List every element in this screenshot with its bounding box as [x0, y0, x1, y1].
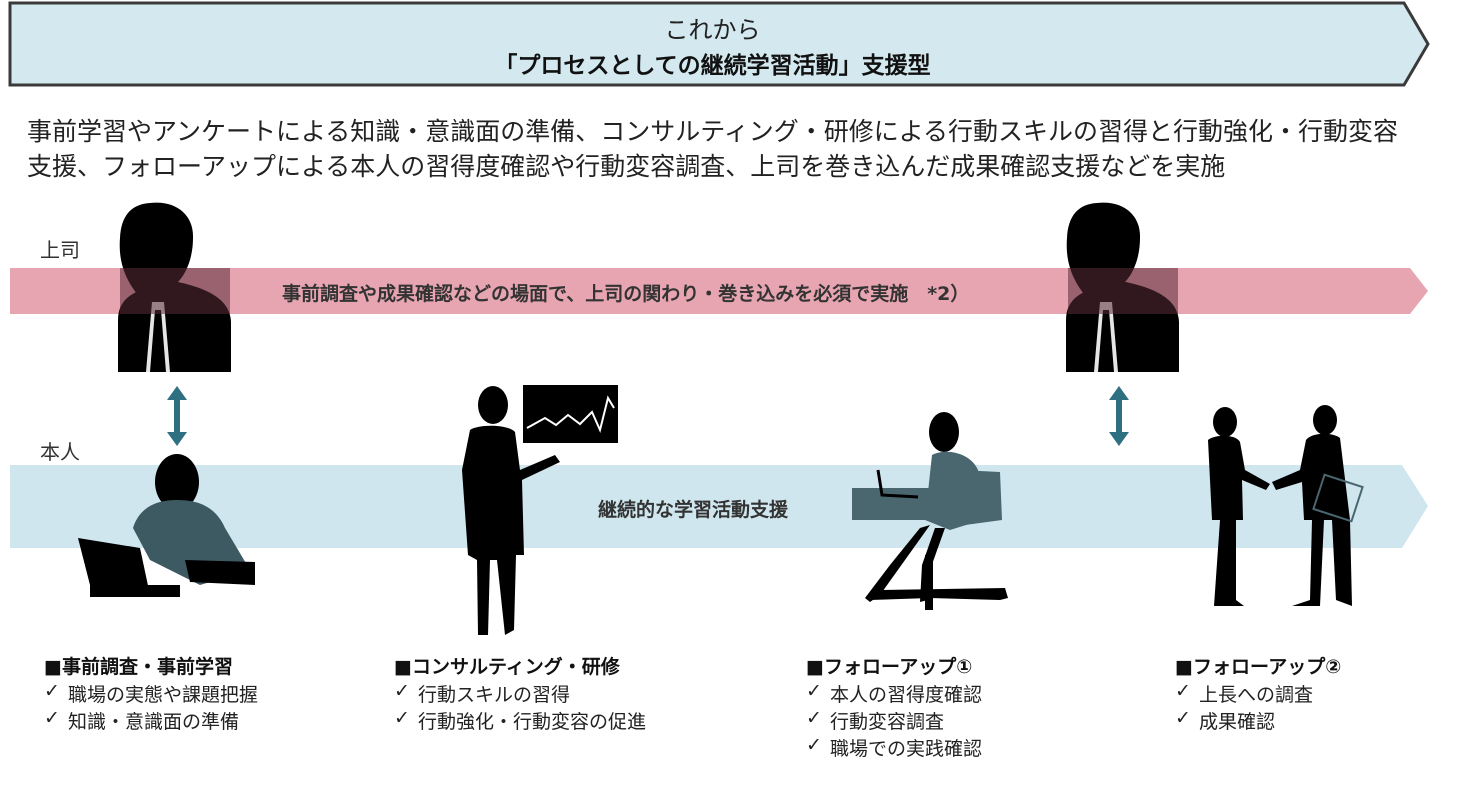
- check-icon: ✓: [806, 734, 822, 756]
- check-icon: ✓: [44, 707, 60, 729]
- self-band-text: 継続的な学習活動支援: [598, 499, 789, 521]
- step-title: ■事前調査・事前学習: [44, 656, 233, 678]
- step-consulting-training: ■コンサルティング・研修 ✓行動スキルの習得 ✓行動強化・行動変容の促進: [394, 652, 646, 734]
- step-item: ✓成果確認: [1175, 707, 1276, 733]
- step-item: ✓上長への調査: [1175, 680, 1314, 706]
- check-icon: ✓: [394, 680, 410, 702]
- step-item: ✓知識・意識面の準備: [44, 707, 240, 733]
- presenter-silhouette-icon: [462, 386, 560, 635]
- boss-band-text: 事前調査や成果確認などの場面で、上司の関わり・巻き込みを必須で実施 *2）: [282, 283, 970, 305]
- header-title: 「プロセスとしての継続学習活動」支援型: [494, 53, 931, 79]
- double-arrow-left-icon: [167, 386, 187, 446]
- check-icon: ✓: [806, 707, 822, 729]
- step-item: ✓行動変容調査: [806, 707, 945, 733]
- step-followup-2: ■フォローアップ② ✓上長への調査 ✓成果確認: [1175, 652, 1341, 734]
- check-icon: ✓: [44, 680, 60, 702]
- double-arrow-right-icon: [1109, 386, 1129, 446]
- lane-label-boss: 上司: [40, 238, 80, 262]
- step-title: ■フォローアップ①: [806, 656, 973, 678]
- step-title: ■フォローアップ②: [1175, 656, 1342, 678]
- header-subtitle: これから: [664, 16, 761, 44]
- check-icon: ✓: [1175, 680, 1191, 702]
- step-item: ✓行動スキルの習得: [394, 680, 571, 706]
- description-line-1: 事前学習やアンケートによる知識・意識面の準備、コンサルティング・研修による行動ス…: [27, 117, 1399, 146]
- description-line-2: 支援、フォローアップによる本人の習得度確認や行動変容調査、上司を巻き込んだ成果確…: [27, 152, 1226, 181]
- chart-board-icon: [523, 385, 618, 443]
- lane-label-self: 本人: [40, 440, 80, 464]
- step-item: ✓職場の実態や課題把握: [44, 680, 259, 706]
- laptop-worker-silhouette-icon: [78, 454, 255, 597]
- self-band-arrow: [10, 465, 1428, 548]
- step-followup-1: ■フォローアップ① ✓本人の習得度確認 ✓行動変容調査 ✓職場での実践確認: [806, 652, 982, 761]
- process-diagram: [10, 202, 1428, 635]
- check-icon: ✓: [806, 680, 822, 702]
- step-item: ✓行動強化・行動変容の促進: [394, 707, 647, 733]
- check-icon: ✓: [394, 707, 410, 729]
- header-chevron: [8, 1, 1430, 87]
- check-icon: ✓: [1175, 707, 1191, 729]
- step-title: ■コンサルティング・研修: [394, 656, 620, 678]
- step-item: ✓職場での実践確認: [806, 734, 983, 760]
- step-item: ✓本人の習得度確認: [806, 680, 983, 706]
- phone-worker-silhouette-icon: [852, 412, 1008, 610]
- step-pre-survey: ■事前調査・事前学習 ✓職場の実態や課題把握 ✓知識・意識面の準備: [44, 652, 258, 734]
